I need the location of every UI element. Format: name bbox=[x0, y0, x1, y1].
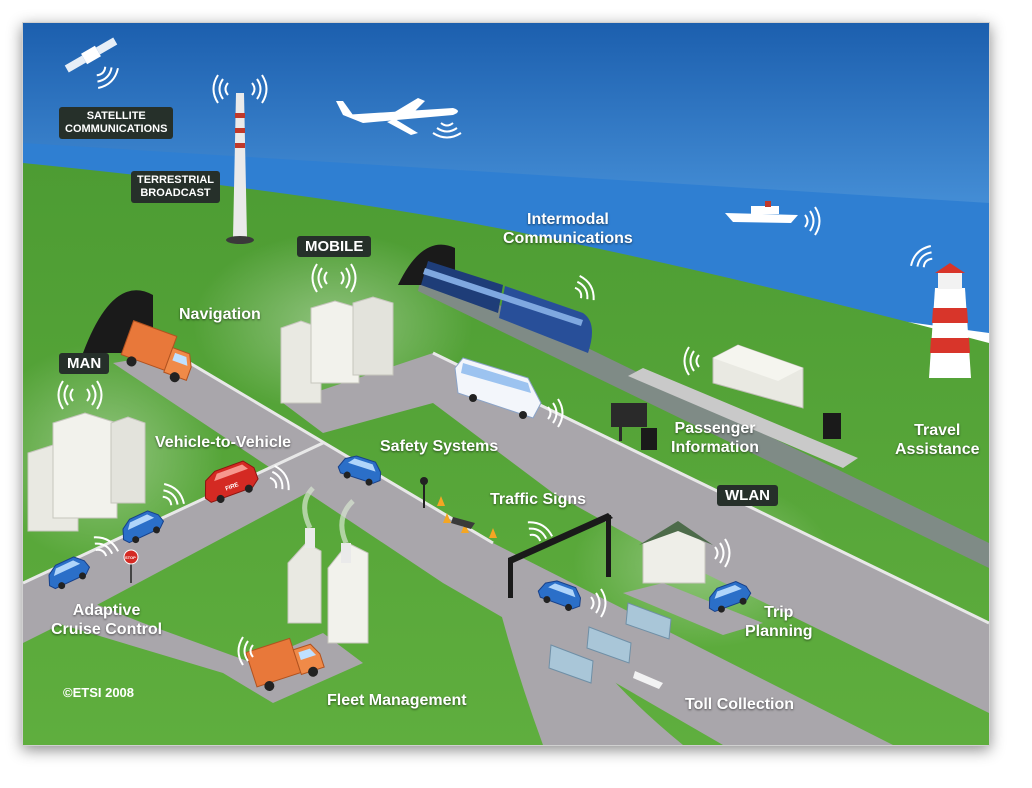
diagram-scene: FIRE STOP ©ETSI bbox=[23, 23, 989, 745]
trip-line-1: Trip bbox=[764, 604, 794, 621]
traffic-cones-icon bbox=[437, 496, 497, 538]
stop-sign-icon: STOP bbox=[123, 549, 139, 583]
intermodal-communications-label: Intermodal Communications bbox=[503, 210, 633, 248]
passenger-information-label: Passenger Information bbox=[671, 419, 759, 457]
street-lamp-icon bbox=[420, 477, 428, 508]
man-tag: MAN bbox=[59, 353, 110, 374]
stop-sign-text: STOP bbox=[125, 555, 136, 560]
terrestrial-broadcast-tag: TERRESTRIAL BROADCAST bbox=[131, 171, 220, 203]
intermodal-line-1: Intermodal bbox=[527, 211, 609, 228]
man-city-buildings-icon bbox=[27, 412, 146, 532]
intermodal-line-2: Communications bbox=[503, 230, 633, 247]
station-building-icon bbox=[712, 344, 804, 409]
passenger-line-2: Information bbox=[671, 439, 759, 456]
satellite-communications-tag: SATELLITE COMMUNICATIONS bbox=[59, 107, 174, 139]
adaptive-line-2: Cruise Control bbox=[51, 621, 163, 638]
trip-road bbox=[623, 583, 763, 635]
travel-line-2: Assistance bbox=[895, 441, 980, 458]
wlan-tag: WLAN bbox=[717, 485, 778, 506]
travel-line-1: Travel bbox=[914, 422, 961, 439]
platform-gate-icon bbox=[641, 413, 841, 450]
its-diagram: FIRE STOP ©ETSI bbox=[22, 22, 990, 746]
lighthouse-icon bbox=[929, 263, 971, 378]
toll-gate-icon bbox=[548, 602, 672, 689]
satellite-line-1: SATELLITE bbox=[86, 110, 146, 122]
trip-line-2: Planning bbox=[745, 623, 813, 640]
broadcast-tower-icon bbox=[226, 93, 254, 244]
fire-truck-text: FIRE bbox=[225, 482, 240, 492]
passenger-line-1: Passenger bbox=[674, 420, 756, 437]
cross-road-upper bbox=[283, 353, 989, 713]
satellite-icon bbox=[64, 37, 118, 73]
toll-collection-label: Toll Collection bbox=[685, 696, 795, 713]
adaptive-cruise-control-label: Adaptive Cruise Control bbox=[51, 601, 162, 639]
mobile-city-buildings-icon bbox=[280, 296, 394, 404]
copyright-text: ©ETSI 2008 bbox=[63, 685, 134, 700]
factory-icon bbox=[287, 486, 369, 644]
passenger-info-display-icon bbox=[611, 403, 647, 441]
airplane-icon bbox=[336, 98, 458, 135]
house-icon bbox=[639, 521, 713, 584]
traffic-signs-label: Traffic Signs bbox=[490, 491, 587, 508]
left-road bbox=[23, 443, 363, 643]
fleet-management-label: Fleet Management bbox=[327, 692, 467, 709]
bus-icon bbox=[454, 357, 542, 419]
traffic-sign-gantry-icon bbox=[508, 513, 613, 598]
mobile-tag: MOBILE bbox=[297, 236, 372, 257]
trip-planning-label: Trip Planning bbox=[745, 603, 813, 641]
road-edge bbox=[172, 351, 494, 545]
fire-truck-icon: FIRE bbox=[204, 460, 259, 503]
railway bbox=[418, 268, 989, 568]
adaptive-line-1: Adaptive bbox=[72, 602, 141, 619]
vehicle-to-vehicle-label: Vehicle-to-Vehicle bbox=[155, 434, 292, 451]
navigation-label: Navigation bbox=[179, 306, 261, 323]
terrestrial-line-2: BROADCAST bbox=[140, 187, 211, 199]
ship-icon bbox=[725, 201, 798, 223]
travel-assistance-label: Travel Assistance bbox=[895, 421, 980, 459]
satellite-line-2: COMMUNICATIONS bbox=[65, 123, 168, 135]
train-icon bbox=[421, 261, 592, 353]
rail-platform bbox=[628, 368, 858, 468]
safety-systems-label: Safety Systems bbox=[380, 438, 499, 455]
terrestrial-line-1: TERRESTRIAL bbox=[137, 174, 214, 186]
